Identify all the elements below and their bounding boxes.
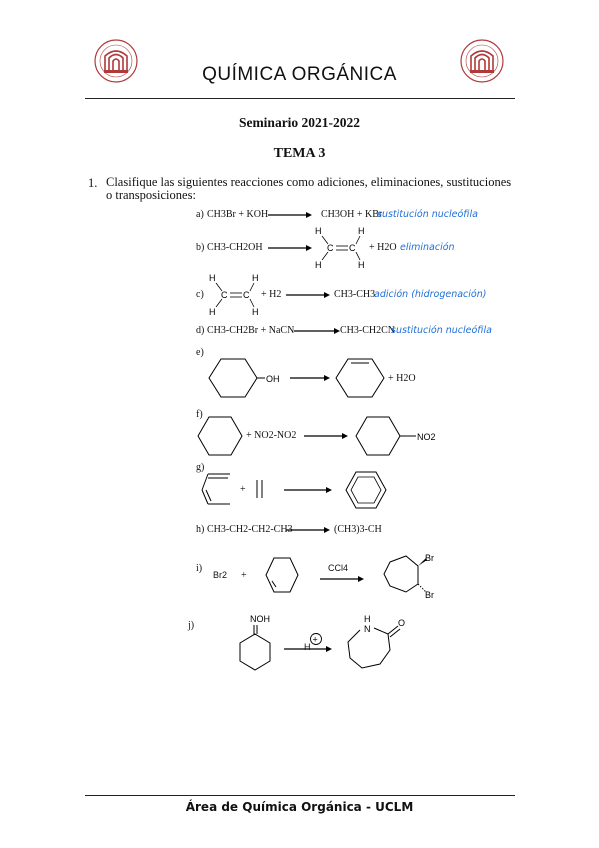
- reaction-i-label: i): [196, 563, 203, 574]
- reaction-d-products: CH3-CH2CN: [340, 325, 396, 336]
- reaction-j-arrow: [284, 646, 332, 652]
- reaction-i-cyclohexene: [265, 557, 299, 593]
- atom-c: C: [327, 243, 334, 253]
- reaction-g-benzene: [345, 471, 387, 509]
- reaction-f-label: f): [196, 409, 203, 420]
- reaction-b-ethylene-structure: H H H H C C: [315, 226, 365, 270]
- reaction-g-arrow: [284, 487, 332, 493]
- reaction-f-arrow: [304, 433, 348, 439]
- atom-h: H: [209, 307, 216, 317]
- reaction-j-label: j): [188, 620, 195, 631]
- reaction-h-reactants: CH3-CH2-CH2-CH3: [207, 524, 293, 535]
- reaction-d-arrow: [294, 328, 340, 334]
- atom-h: H: [358, 226, 365, 236]
- svg-text:+: +: [313, 635, 318, 645]
- reaction-a-reactants: CH3Br + KOH: [207, 209, 269, 220]
- reaction-e-arrow: [290, 375, 330, 381]
- reaction-d-label: d): [196, 325, 205, 336]
- page-footer: Área de Química Orgánica - UCLM: [185, 800, 414, 814]
- reaction-b-note: eliminación: [400, 242, 455, 253]
- reaction-g-ethylene: [256, 480, 263, 498]
- atom-c: C: [243, 290, 250, 300]
- reaction-b-arrow: [268, 245, 312, 251]
- amide-h: H: [364, 614, 371, 624]
- reaction-e-products: + H2O: [388, 373, 416, 384]
- reaction-i-reagent: Br2: [213, 570, 228, 580]
- reaction-f-cyclohexane: [197, 416, 243, 456]
- reaction-f-reagent: + NO2-NO2: [246, 430, 297, 441]
- reaction-h-label: h): [196, 524, 205, 535]
- seminar-title: Seminario 2021-2022: [238, 115, 361, 130]
- reaction-c-label: c): [196, 289, 204, 300]
- reaction-f-nitrocyclohexane: NO2: [355, 416, 436, 456]
- header-divider: [85, 98, 515, 99]
- amide-n: N: [364, 624, 371, 634]
- atom-h: H: [315, 226, 322, 236]
- university-seal-logo-right: [460, 39, 504, 83]
- reaction-b-products: + H2O: [369, 242, 397, 253]
- reaction-c-reagent: + H2: [261, 289, 282, 300]
- reaction-c-ethylene-structure: H H H H C C: [209, 273, 259, 317]
- reaction-j-caprolactam: H N O: [347, 614, 405, 669]
- reaction-a-label: a): [196, 209, 204, 220]
- reaction-g-plus: +: [240, 484, 246, 495]
- bromine-substituent: Br: [425, 553, 434, 563]
- reaction-b-label: b): [196, 242, 205, 253]
- question-text: Clasifique las siguientes reacciones com…: [106, 175, 512, 202]
- reaction-j-catalyst: H: [304, 642, 311, 652]
- reaction-g-butadiene: [201, 473, 230, 505]
- atom-h: H: [209, 273, 216, 283]
- reaction-a-products: CH3OH + KBr: [321, 209, 383, 220]
- hydroxyl-group: OH: [266, 374, 280, 384]
- reaction-c-note: adición (hidrogenación): [374, 289, 487, 300]
- atom-c: C: [221, 290, 228, 300]
- reaction-e-cyclohexanol: OH: [208, 358, 280, 398]
- reaction-i-solvent: CCl4: [328, 563, 349, 573]
- reaction-a-arrow: [268, 212, 312, 218]
- atom-h: H: [252, 307, 259, 317]
- atom-h: H: [315, 260, 322, 270]
- reaction-c-products: CH3-CH3: [334, 289, 376, 300]
- reaction-d-note: sustitución nucleófila: [391, 325, 492, 336]
- atom-h: H: [358, 260, 365, 270]
- reaction-i-dibromocyclohexane: Br Br: [383, 553, 434, 600]
- reaction-b-reactants: CH3-CH2OH: [207, 242, 263, 253]
- reaction-d-reactants: CH3-CH2Br + NaCN: [207, 325, 295, 336]
- university-seal-logo-left: [94, 39, 138, 83]
- footer-divider: [85, 795, 515, 796]
- reaction-h-arrow: [286, 527, 330, 533]
- atom-h: H: [252, 273, 259, 283]
- carbonyl-o: O: [398, 618, 405, 628]
- reaction-i-plus: +: [241, 570, 247, 581]
- nitro-group: NO2: [417, 432, 436, 442]
- reaction-c-arrow: [286, 292, 330, 298]
- reaction-e-cyclohexene: [335, 358, 385, 398]
- reaction-i-arrow: [320, 576, 364, 582]
- reaction-h-products: (CH3)3-CH: [334, 524, 382, 535]
- reaction-e-label: e): [196, 347, 204, 358]
- reaction-g-label: g): [196, 462, 205, 473]
- reaction-j-cyclohexanone-oxime: NOH: [239, 614, 271, 671]
- atom-c: C: [349, 243, 356, 253]
- reaction-a-note: sustitución nucleófila: [377, 209, 478, 220]
- oxime-group: NOH: [250, 614, 270, 624]
- page-header-title: QUÍMICA ORGÁNICA: [202, 64, 397, 85]
- topic-title: TEMA 3: [273, 146, 326, 161]
- question-number: 1.: [88, 176, 98, 190]
- bromine-substituent: Br: [425, 590, 434, 600]
- positive-charge-icon: +: [310, 633, 322, 645]
